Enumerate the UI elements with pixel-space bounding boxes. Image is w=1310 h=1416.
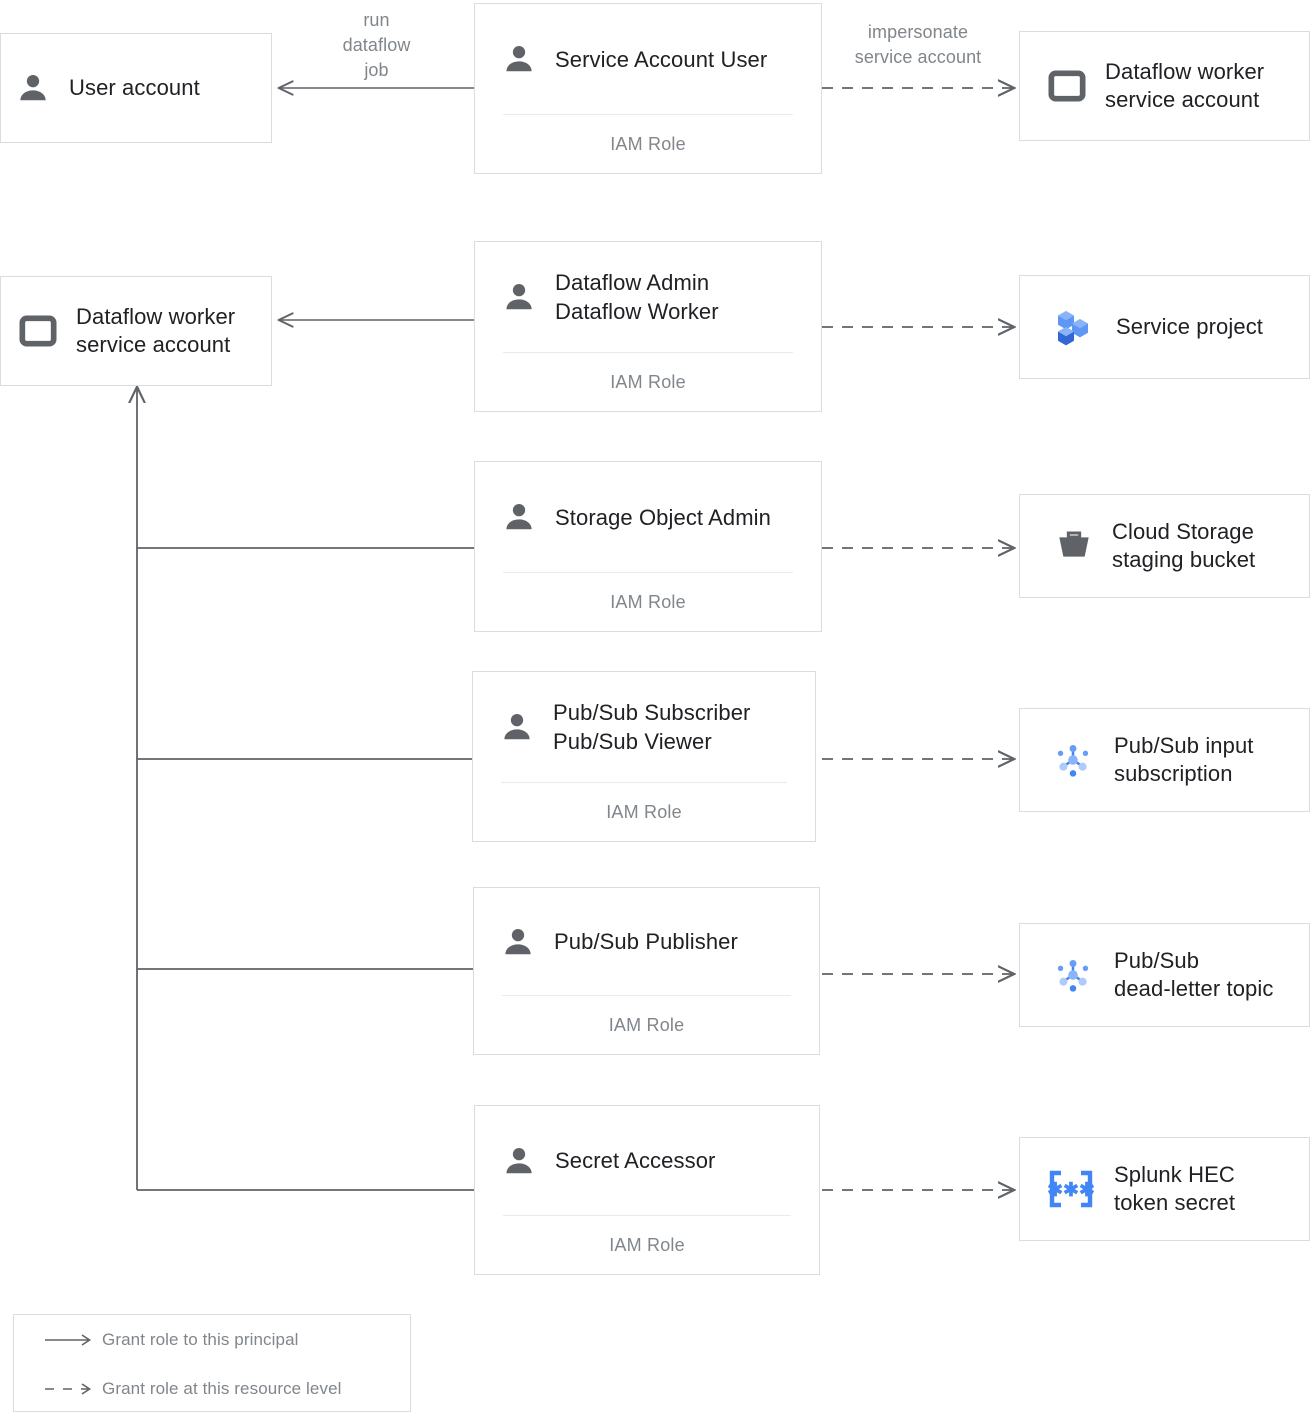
resource-dataflow-worker-service-account[interactable]: Dataflow worker service account	[1019, 31, 1310, 141]
role-card-footer: IAM Role	[475, 115, 821, 173]
person-icon	[501, 279, 537, 315]
role-card-title: Service Account User	[555, 46, 768, 72]
divider	[503, 572, 793, 573]
role-card-footer: IAM Role	[473, 783, 815, 841]
entity-user-account[interactable]: User account	[0, 33, 272, 143]
resource-label: Splunk HEC token secret	[1114, 1162, 1236, 1215]
role-card-title: Pub/Sub Subscriber Pub/Sub Viewer	[553, 700, 751, 754]
role-card-header: Pub/Sub Publisher	[474, 888, 819, 995]
entity-label: Dataflow worker service account	[76, 304, 236, 357]
role-card-subtitle: IAM Role	[606, 801, 682, 822]
person-icon	[501, 499, 537, 535]
legend-item-grant-role-to-principal: Grant role to this principal	[14, 1315, 410, 1364]
edge-label-impersonate-service-account: impersonate service account	[854, 22, 982, 67]
resource-pubsub-dead-letter-topic[interactable]: Pub/Sub dead-letter topic	[1019, 923, 1310, 1027]
role-card-title: Storage Object Admin	[555, 504, 772, 530]
secret-manager-icon: ✱✱✱	[1046, 1167, 1096, 1211]
legend: Grant role to this principal Grant role …	[13, 1314, 411, 1412]
role-card-header: Storage Object Admin	[475, 462, 821, 572]
role-card-footer: IAM Role	[475, 573, 821, 631]
project-hexagons-icon	[1050, 303, 1098, 351]
resource-label: Dataflow worker service account	[1105, 59, 1265, 112]
divider	[503, 352, 793, 353]
service-account-icon	[18, 311, 58, 351]
person-icon	[15, 70, 51, 106]
role-card-secret-accessor[interactable]: Secret Accessor IAM Role	[474, 1105, 820, 1275]
role-card-pubsub-publisher[interactable]: Pub/Sub Publisher IAM Role	[473, 887, 820, 1055]
legend-label: Grant role to this principal	[102, 1329, 299, 1349]
role-card-title: Pub/Sub Publisher	[554, 929, 738, 954]
divider	[503, 114, 793, 115]
legend-item-grant-role-at-resource-level: Grant role at this resource level	[14, 1364, 410, 1413]
person-icon	[501, 41, 537, 77]
role-card-header: Dataflow Admin Dataflow Worker	[475, 242, 821, 352]
role-card-service-account-user[interactable]: Service Account User IAM Role	[474, 3, 822, 174]
resource-label: Pub/Sub input subscription	[1114, 733, 1254, 786]
role-card-header: Secret Accessor	[475, 1106, 819, 1215]
role-card-pubsub-subscriber-viewer[interactable]: Pub/Sub Subscriber Pub/Sub Viewer IAM Ro…	[472, 671, 816, 842]
legend-label: Grant role at this resource level	[102, 1378, 342, 1398]
resource-splunk-hec-token-secret[interactable]: ✱✱✱ Splunk HEC token secret	[1019, 1137, 1310, 1241]
role-card-header: Pub/Sub Subscriber Pub/Sub Viewer	[473, 672, 815, 782]
role-card-subtitle: IAM Role	[610, 133, 686, 154]
role-card-dataflow-admin-worker[interactable]: Dataflow Admin Dataflow Worker IAM Role	[474, 241, 822, 412]
resource-cloud-storage-staging-bucket[interactable]: Cloud Storage staging bucket	[1019, 494, 1310, 598]
edge-label-run-dataflow-job: run dataflow job	[342, 10, 411, 80]
person-icon	[500, 924, 536, 960]
role-card-subtitle: IAM Role	[610, 591, 686, 612]
person-icon	[499, 709, 535, 745]
svg-text:✱✱✱: ✱✱✱	[1047, 1180, 1095, 1201]
role-card-footer: IAM Role	[474, 996, 819, 1054]
divider	[502, 995, 791, 996]
person-icon	[501, 1143, 537, 1179]
resource-label: Pub/Sub dead-letter topic	[1114, 948, 1274, 1001]
pubsub-icon	[1050, 952, 1096, 998]
resource-pubsub-input-subscription[interactable]: Pub/Sub input subscription	[1019, 708, 1310, 812]
dashed-arrow-icon	[44, 1382, 102, 1396]
solid-arrow-icon	[44, 1333, 102, 1347]
role-card-storage-object-admin[interactable]: Storage Object Admin IAM Role	[474, 461, 822, 632]
resource-label: Cloud Storage staging bucket	[1112, 519, 1256, 572]
role-card-footer: IAM Role	[475, 1216, 819, 1274]
service-account-icon	[1047, 66, 1087, 106]
role-card-subtitle: IAM Role	[609, 1234, 685, 1255]
cloud-storage-bucket-icon	[1054, 526, 1094, 566]
divider	[503, 1215, 791, 1216]
entity-label: User account	[69, 75, 200, 100]
role-card-title: Secret Accessor	[555, 1148, 716, 1173]
role-card-subtitle: IAM Role	[610, 371, 686, 392]
role-card-title: Dataflow Admin Dataflow Worker	[555, 270, 719, 324]
divider	[501, 782, 787, 783]
resource-service-project[interactable]: Service project	[1019, 275, 1310, 379]
entity-dataflow-worker-service-account[interactable]: Dataflow worker service account	[0, 276, 272, 386]
resource-label: Service project	[1116, 314, 1264, 339]
role-card-footer: IAM Role	[475, 353, 821, 411]
role-card-subtitle: IAM Role	[608, 1014, 685, 1035]
pubsub-icon	[1050, 737, 1096, 783]
role-card-header: Service Account User	[475, 4, 821, 114]
